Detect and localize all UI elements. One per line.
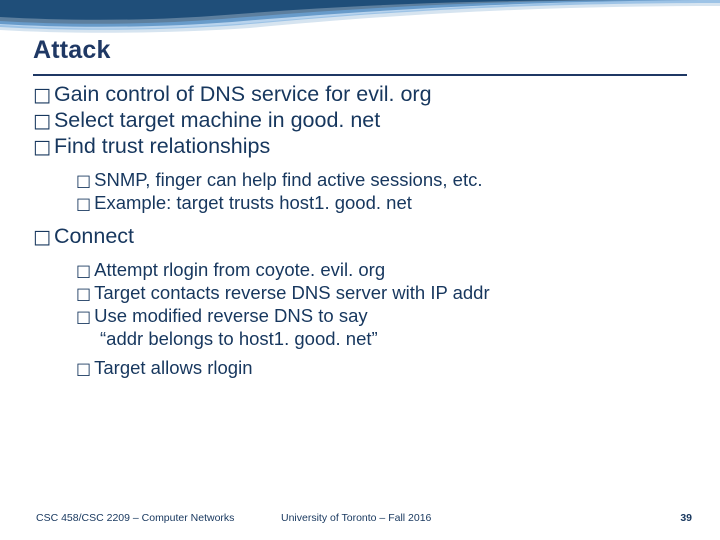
bullet-text: Target contacts reverse DNS server with …	[94, 282, 490, 303]
bullet-continuation-text: “addr belongs to host1. good. net”	[100, 328, 378, 349]
bullet-item: □ Target contacts reverse DNS server wit…	[33, 282, 693, 304]
bullet-item: □ Use modified reverse DNS to say	[33, 305, 693, 327]
title-underline	[33, 74, 687, 76]
bullet-text: Find trust relationships	[53, 134, 271, 158]
slide-number: 39	[680, 512, 692, 524]
slide-banner	[0, 0, 720, 34]
bullet-marker-icon: □	[76, 307, 92, 326]
slide-footer: CSC 458/CSC 2209 – Computer Networks Uni…	[0, 512, 720, 532]
spacer	[33, 250, 693, 259]
slide-title: Attack	[33, 36, 111, 64]
bullet-text: Use modified reverse DNS to say	[94, 305, 368, 326]
bullet-marker-icon: □	[33, 226, 51, 248]
bullet-text: Gain control of DNS service for evil. or…	[53, 82, 432, 106]
bullet-text: SNMP, finger can help find active sessio…	[94, 169, 483, 190]
bullet-item: □ SNMP, finger can help find active sess…	[33, 169, 693, 191]
bullet-item: □ Select target machine in good. net	[33, 108, 693, 133]
bullet-text: Target allows rlogin	[94, 357, 253, 378]
bullet-item: □ Find trust relationships	[33, 134, 693, 159]
bullet-item: □ Attempt rlogin from coyote. evil. org	[33, 259, 693, 281]
bullet-marker-icon: □	[33, 110, 51, 132]
bullet-marker-icon: □	[76, 359, 92, 378]
spacer	[33, 215, 693, 224]
slide-body: □ Gain control of DNS service for evil. …	[33, 82, 693, 380]
footer-institution-label: University of Toronto – Fall 2016	[281, 512, 432, 524]
bullet-text: Attempt rlogin from coyote. evil. org	[94, 259, 386, 280]
footer-course-label: CSC 458/CSC 2209 – Computer Networks	[36, 512, 235, 524]
bullet-item: □ Example: target trusts host1. good. ne…	[33, 192, 693, 214]
bullet-item: □ Connect	[33, 224, 693, 249]
bullet-marker-icon: □	[76, 194, 92, 213]
bullet-marker-icon: □	[76, 171, 92, 190]
spacer	[33, 160, 693, 169]
bullet-marker-icon: □	[76, 261, 92, 280]
bullet-text: Connect	[53, 224, 135, 248]
bullet-text: Select target machine in good. net	[53, 108, 381, 132]
bullet-marker-icon: □	[76, 284, 92, 303]
bullet-marker-icon: □	[33, 84, 51, 106]
bullet-item: □ Target allows rlogin	[33, 357, 693, 379]
spacer	[33, 350, 693, 357]
bullet-item: □ Gain control of DNS service for evil. …	[33, 82, 693, 107]
bullet-text: Example: target trusts host1. good. net	[94, 192, 412, 213]
bullet-marker-icon: □	[33, 136, 51, 158]
